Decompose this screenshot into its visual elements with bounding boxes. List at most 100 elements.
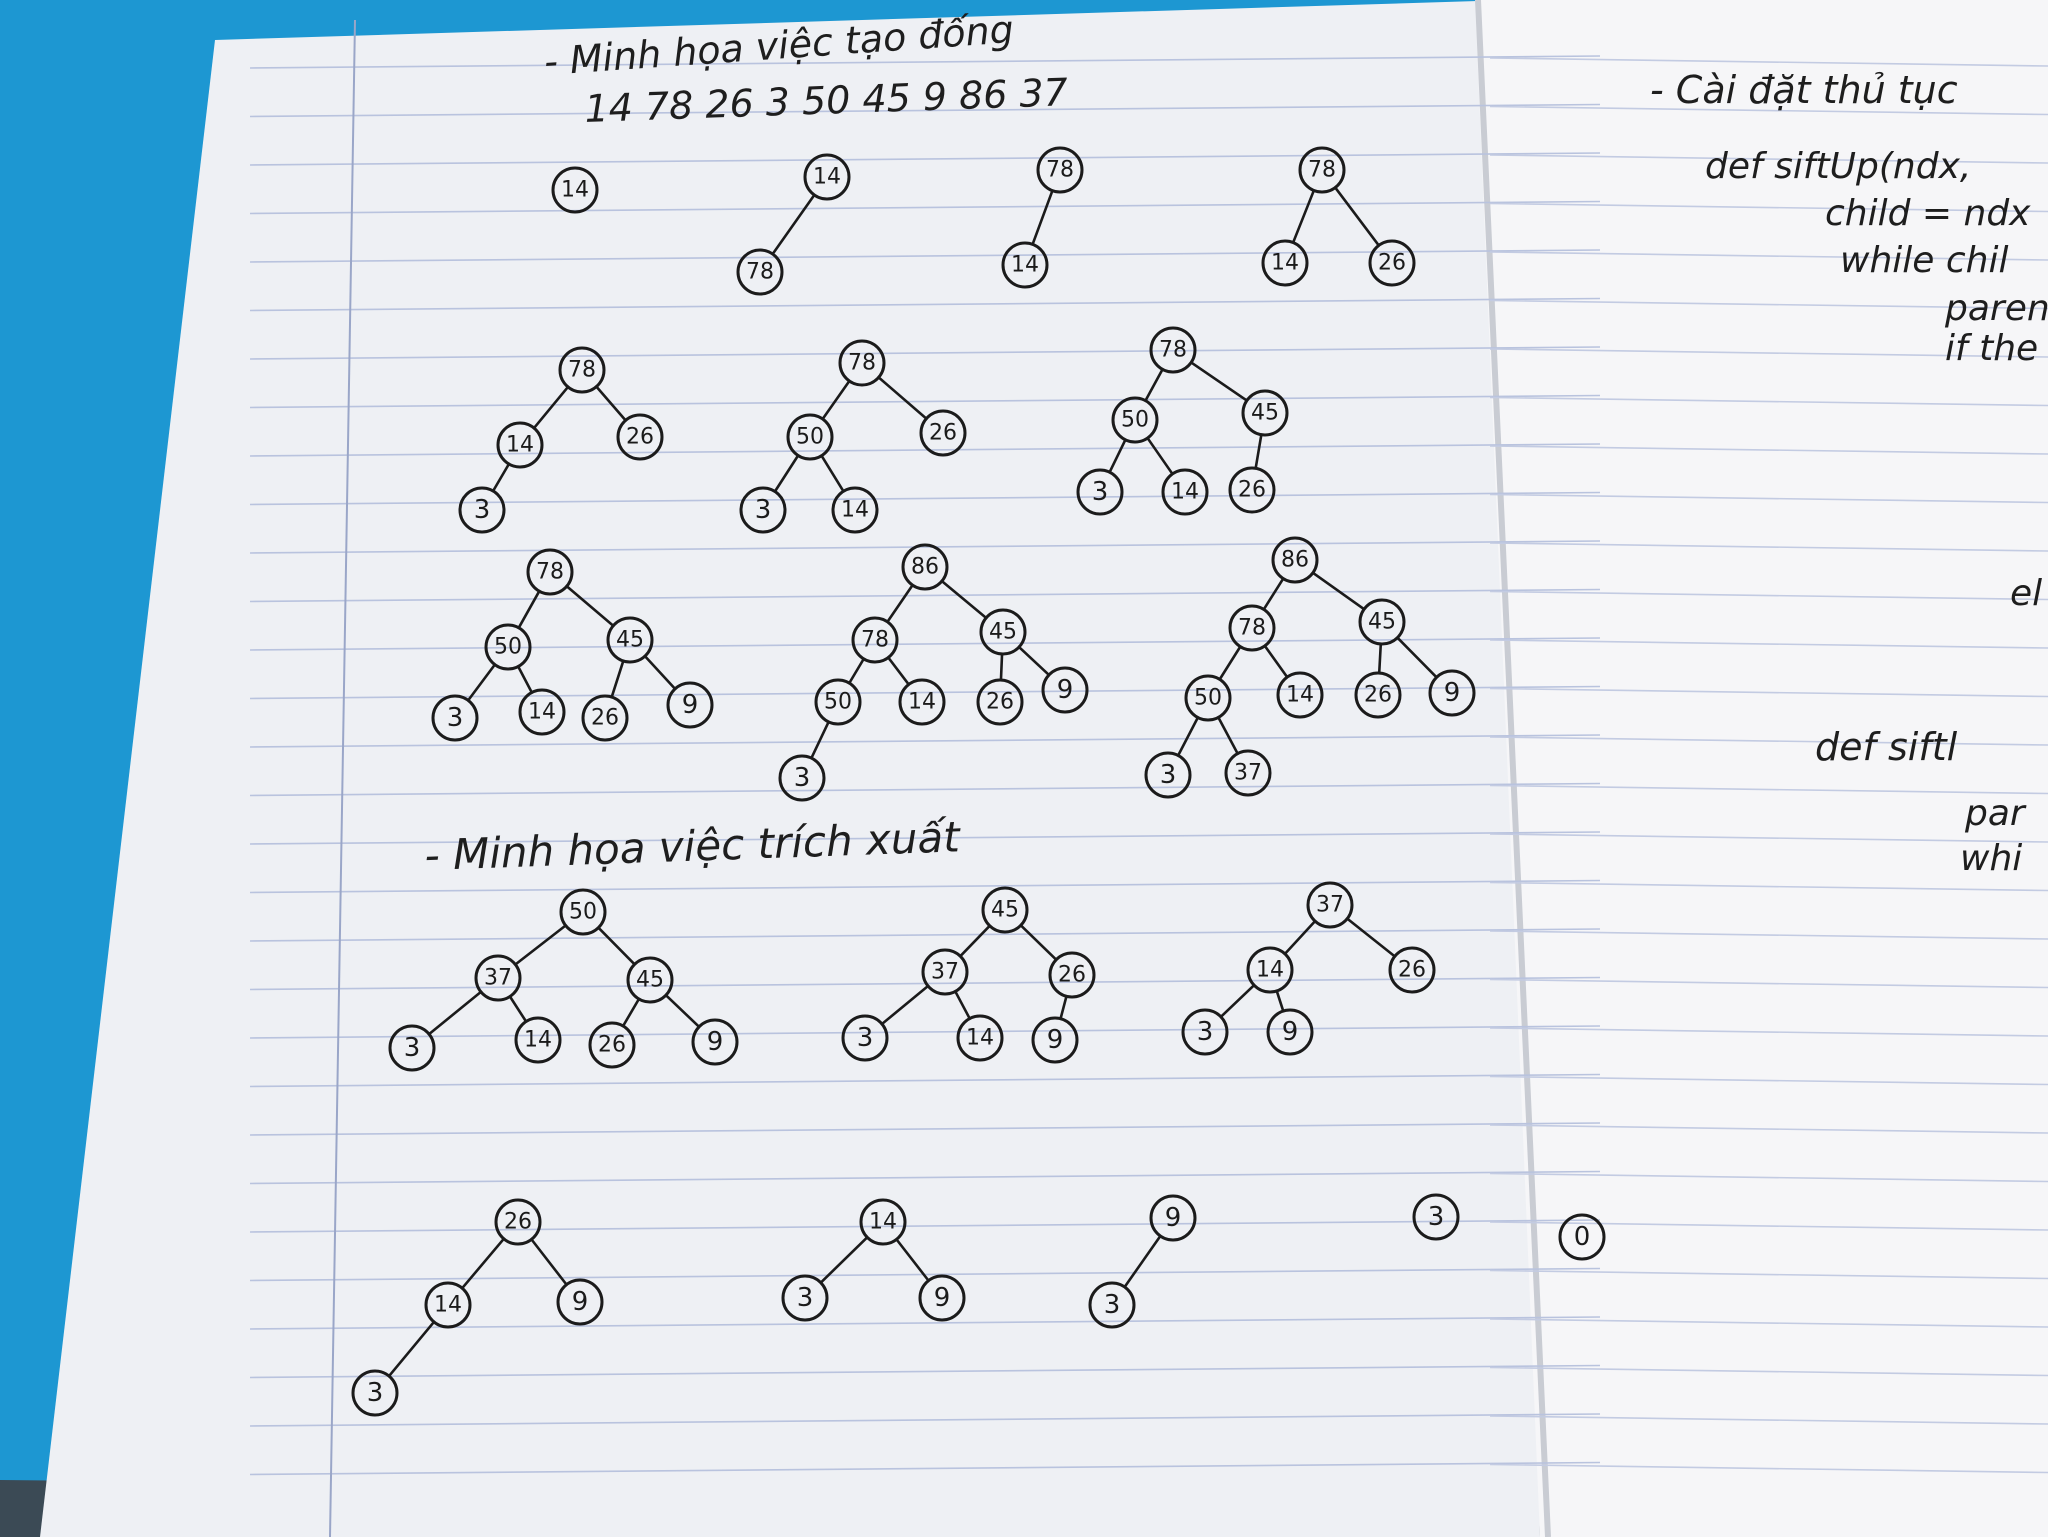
tree-node: 26 [1354, 671, 1402, 719]
ruled-line [1489, 1415, 2048, 1425]
node-value: 26 [929, 421, 957, 446]
tree-node: 14 [551, 166, 599, 214]
node-value: 37 [1234, 761, 1262, 786]
ruled-line [249, 55, 1601, 69]
ruled-line [1489, 493, 2048, 504]
ruled-line [1489, 1366, 2048, 1377]
node-circle [556, 1278, 604, 1326]
node-circle [1428, 669, 1476, 717]
node-value: 3 [404, 1033, 421, 1063]
node-value: 78 [861, 628, 889, 653]
node-circle [626, 956, 674, 1004]
node-value: 14 [1271, 251, 1299, 276]
node-circle [1388, 946, 1436, 994]
node-value: 14 [813, 165, 841, 190]
node-circle [388, 1024, 436, 1072]
node-value: 14 [528, 700, 556, 725]
tree-edge [514, 924, 567, 966]
tree-node: 3 [458, 486, 506, 534]
ruled-line [249, 1170, 1601, 1185]
code-line-5: if the [1945, 328, 2038, 369]
tree-edge [516, 665, 534, 694]
node-circle [838, 339, 886, 387]
tree-node: 26 [494, 1198, 542, 1246]
tree-node: 14 [898, 678, 946, 726]
tree-node: 78 [1149, 326, 1197, 374]
tree-node: 9 [1149, 1194, 1197, 1242]
node-value: 37 [484, 966, 512, 991]
ruled-line [249, 491, 1601, 506]
node-value: 9 [934, 1283, 951, 1313]
node-circle [1306, 881, 1354, 929]
tree-node: 26 [1048, 951, 1096, 999]
tree-node: 86 [1271, 536, 1319, 584]
node-value: 14 [1011, 253, 1039, 278]
tree-edge [886, 583, 914, 624]
ruled-line [249, 831, 1601, 845]
node-circle [559, 888, 607, 936]
right-page [1475, 0, 2048, 1537]
node-value: 50 [1121, 408, 1149, 433]
tree-edge [1263, 644, 1289, 679]
node-value: 3 [794, 763, 811, 793]
ruled-line [1489, 1075, 2048, 1086]
ruled-line [249, 588, 1601, 603]
ruled-line [249, 1219, 1601, 1233]
tree-edge [771, 193, 816, 256]
node-circle [1358, 598, 1406, 646]
ruled-line [1489, 1172, 2048, 1183]
node-value: 26 [598, 1033, 626, 1058]
tree-node: 78 [736, 248, 784, 296]
tree-edge [597, 926, 636, 966]
ruled-line [249, 152, 1601, 166]
code-line-2: child = ndx [1825, 193, 2031, 234]
tree-edge [1275, 989, 1285, 1013]
node-circle [1036, 146, 1084, 194]
ruled-line [1489, 445, 2048, 455]
ruled-line [1489, 396, 2048, 407]
node-circle [841, 1014, 889, 1062]
tree-edge [886, 656, 911, 686]
node-circle [1184, 674, 1232, 722]
tree-edge [940, 579, 988, 620]
node-circle [918, 1274, 966, 1322]
tree-edge [508, 995, 528, 1023]
node-circle [1228, 604, 1276, 652]
ruled-line [1489, 833, 2048, 843]
tree-node: 14 [496, 421, 544, 469]
tree-edge [819, 1236, 869, 1284]
tree-node: 14 [859, 1198, 907, 1246]
tree-edge [1059, 994, 1068, 1021]
node-circle [921, 948, 969, 996]
node-value: 78 [1238, 616, 1266, 641]
tree-node: 78 [526, 548, 574, 596]
heap-tree-18: 0 [1558, 1213, 1606, 1261]
node-value: 14 [561, 178, 589, 203]
tree-node: 45 [1241, 389, 1289, 437]
tree-node: 50 [559, 888, 607, 936]
tree-node: 9 [1041, 666, 1089, 714]
ruled-line [1489, 1463, 2048, 1474]
code-line-8: par [1964, 793, 2027, 834]
node-circle [1001, 241, 1049, 289]
node-circle [1246, 946, 1294, 994]
tree-node: 14 [1246, 946, 1294, 994]
ruled-line [249, 443, 1601, 457]
node-value: 3 [1092, 477, 1109, 507]
tree-edge [810, 720, 830, 760]
tree-node: 3 [1181, 1008, 1229, 1056]
node-circle [1354, 671, 1402, 719]
tree-edge [847, 657, 866, 685]
tree-edge [1017, 645, 1051, 677]
tree-edge [773, 454, 800, 493]
node-value: 45 [636, 968, 664, 993]
tree-node: 45 [1358, 598, 1406, 646]
node-circle [1149, 1194, 1197, 1242]
tree-edge [1262, 577, 1285, 611]
node-value: 86 [911, 555, 939, 580]
node-circle [1271, 536, 1319, 584]
